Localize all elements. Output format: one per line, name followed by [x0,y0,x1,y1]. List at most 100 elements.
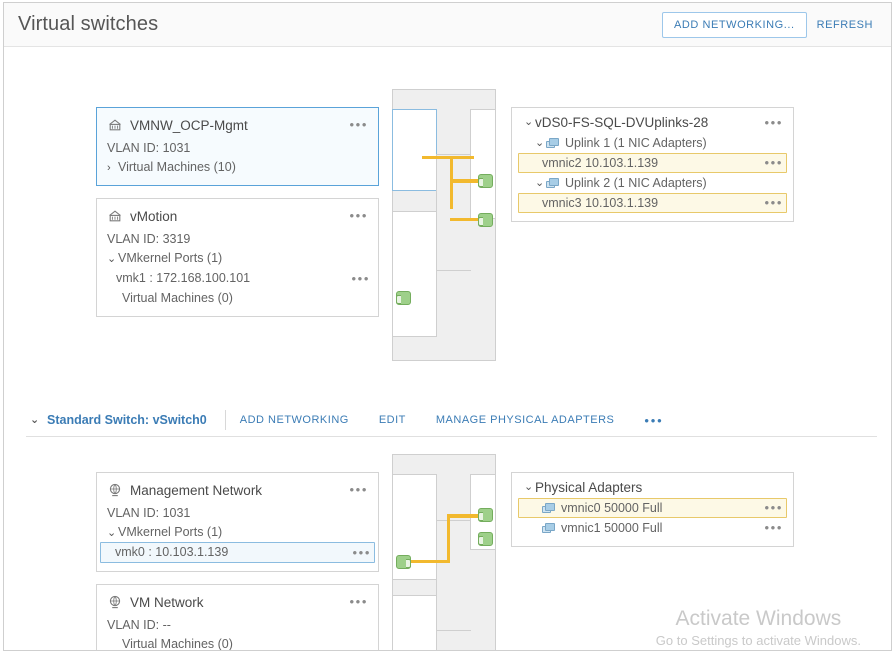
portgroup-vlan-id: VLAN ID: 3319 [107,232,191,246]
vmkernel-ports-row[interactable]: ⌄VMkernel Ports (1) [107,249,368,268]
portgroup-menu-button[interactable]: ••• [349,117,368,132]
edit-action[interactable]: EDIT [378,414,406,426]
portgroup-vm-count: Virtual Machines (0) [122,291,233,305]
toolbar-divider [224,410,226,430]
portgroup-card-vmnw-ocp-mgmt[interactable]: VMNW_OCP-Mgmt ••• VLAN ID: 1031 › Virtual… [96,107,379,186]
portgroup-card-header: VMNW_OCP-Mgmt ••• [107,115,368,135]
physical-adapter-menu-button[interactable]: ••• [764,520,783,535]
expand-chevron-icon[interactable]: › [107,162,111,174]
vmkernel-ports-row[interactable]: ⌄VMkernel Ports (1) [107,523,368,542]
active-wire-h-top [422,156,474,159]
active-wire-h-mid [450,179,486,183]
collapse-chevron-icon[interactable]: ⌄ [535,176,545,189]
nic-adapter-icon [542,502,556,514]
portgroup-name: VMNW_OCP-Mgmt [130,117,248,133]
physical-adapter-menu-button[interactable]: ••• [764,500,783,515]
portgroup-vm-count: Virtual Machines (0) [122,637,233,651]
portgroup-vlan-id: VLAN ID: 1031 [107,506,191,520]
uplink-panel-header[interactable]: ⌄ vDS0-FS-SQL-DVUplinks-28 ••• [518,115,787,133]
distributed-portgroup-icon [109,210,121,222]
standard-portgroup-icon [109,483,121,497]
pipe-wire-grey-top [436,154,471,155]
uplink-panel: ⌄ vDS0-FS-SQL-DVUplinks-28 ••• ⌄ Uplink … [511,107,794,222]
uplink-panel-menu-button[interactable]: ••• [764,114,783,130]
vmkernel-adapter-menu-button[interactable]: ••• [352,544,371,560]
uplink-adapter-label: vmnic3 10.103.1.139 [542,196,659,210]
add-networking-action[interactable]: ADD NETWORKING [239,414,349,426]
pipe-wire-grey-vertical [436,154,437,271]
portgroup-card-vm-network[interactable]: VM Network ••• VLAN ID: -- Virtual Machi… [96,584,379,651]
portgroup-card-vmotion[interactable]: vMotion ••• VLAN ID: 3319 ⌄VMkernel Port… [96,198,379,317]
portgroup-menu-button[interactable]: ••• [349,482,368,497]
portgroup-menu-button[interactable]: ••• [349,594,368,609]
distributed-portgroup-list: VMNW_OCP-Mgmt ••• VLAN ID: 1031 › Virtual… [96,107,379,317]
vmkernel-adapter-label: vmk0 : 10.103.1.139 [115,545,229,559]
uplink-port-2-icon [478,213,493,227]
pipe-leg-uplink [470,109,496,219]
uplink-adapter-menu-button[interactable]: ••• [764,155,783,170]
uplink-group-2-row[interactable]: ⌄ Uplink 2 (1 NIC Adapters) [518,173,787,193]
vmkernel-ports-count: VMkernel Ports (1) [118,525,223,539]
header-actions: ADD NETWORKING... REFRESH [662,11,883,38]
collapse-chevron-icon[interactable]: ⌄ [30,413,40,426]
active-wire-h-bottom [409,560,450,563]
physical-adapters-header[interactable]: ⌄ Physical Adapters [518,480,787,498]
virtual-switches-panel: Virtual switches ADD NETWORKING... REFRE… [3,2,892,651]
physical-adapter-label: vmnic0 50000 Full [561,501,663,515]
portgroup-card-management-network[interactable]: Management Network ••• VLAN ID: 1031 ⌄VM… [96,472,379,572]
vmkernel-adapter-menu-button[interactable]: ••• [351,270,370,286]
toolbar-separator [26,436,877,437]
portgroup-card-header: Management Network ••• [107,480,368,500]
vmkernel-ports-count: VMkernel Ports (1) [118,251,223,265]
collapse-chevron-icon[interactable]: ⌄ [535,136,545,149]
uplink-adapter-vmnic2[interactable]: vmnic2 10.103.1.139 ••• [518,153,787,173]
more-actions-button[interactable]: ••• [644,412,664,428]
portgroup-vlan-id: VLAN ID: 1031 [107,141,191,155]
physical-adapter-vmnic0[interactable]: vmnic0 50000 Full ••• [518,498,787,518]
vmkernel-adapter-label: vmk1 : 172.168.100.101 [116,271,251,285]
portgroup-card-header: vMotion ••• [107,206,368,226]
uplink-group-1-row[interactable]: ⌄ Uplink 1 (1 NIC Adapters) [518,133,787,153]
uplink-adapter-menu-button[interactable]: ••• [764,195,783,210]
collapse-chevron-icon[interactable]: ⌄ [524,481,534,493]
activate-windows-watermark: Activate Windows Go to Settings to activ… [656,606,861,649]
refresh-button[interactable]: REFRESH [816,18,873,31]
pipe-wire-grey-bottom [436,270,471,271]
uplink-group-1-label: Uplink 1 (1 NIC Adapters) [565,136,707,150]
portgroup-vm-row[interactable]: › Virtual Machines (10) [107,158,368,177]
active-wire-v [447,514,450,563]
vmkernel-adapter-row[interactable]: vmk1 : 172.168.100.101 ••• [101,268,374,289]
physical-adapter-port-1-icon [478,508,493,522]
uplink-port-1-icon [478,174,493,188]
active-wire-h-top [447,514,486,518]
collapse-chevron-icon[interactable]: ⌄ [107,527,117,539]
physical-adapter-port-2-icon [478,532,493,546]
page-title: Virtual switches [18,13,159,35]
pipe-leg-portgroup-1 [392,109,437,191]
pipe-wire-grey-vertical [436,520,437,631]
pipe-wire-grey-bottom [436,630,471,631]
portgroup-name: VM Network [130,594,204,610]
add-networking-button[interactable]: ADD NETWORKING... [662,11,807,38]
physical-adapter-vmnic1[interactable]: vmnic1 50000 Full ••• [518,518,787,538]
vmkernel-port-icon [396,291,411,305]
standard-portgroup-icon [109,595,121,609]
uplink-adapter-vmnic3[interactable]: vmnic3 10.103.1.139 ••• [518,193,787,213]
panel-header: Virtual switches ADD NETWORKING... REFRE… [4,3,891,47]
standard-switch-title[interactable]: ⌄ Standard Switch: vSwitch0 [30,413,207,427]
standard-portgroup-list: Management Network ••• VLAN ID: 1031 ⌄VM… [96,472,379,651]
vmkernel-adapter-row-selected[interactable]: vmk0 : 10.103.1.139 ••• [100,542,375,563]
active-wire-h-bottom [450,218,486,221]
portgroup-menu-button[interactable]: ••• [349,208,368,223]
pipe-leg-portgroup-2 [392,211,437,337]
nic-adapter-icon [546,137,560,149]
physical-adapters-title: Physical Adapters [535,480,643,495]
uplink-group-2-label: Uplink 2 (1 NIC Adapters) [565,176,707,190]
vmkernel-port-icon [396,555,411,569]
watermark-line-2: Go to Settings to activate Windows. [655,633,861,648]
manage-physical-adapters-action[interactable]: MANAGE PHYSICAL ADAPTERS [435,414,615,426]
collapse-chevron-icon[interactable]: ⌄ [524,116,534,128]
nic-adapter-icon [542,522,556,534]
portgroup-vm-count: Virtual Machines (10) [118,160,236,174]
collapse-chevron-icon[interactable]: ⌄ [107,253,117,265]
